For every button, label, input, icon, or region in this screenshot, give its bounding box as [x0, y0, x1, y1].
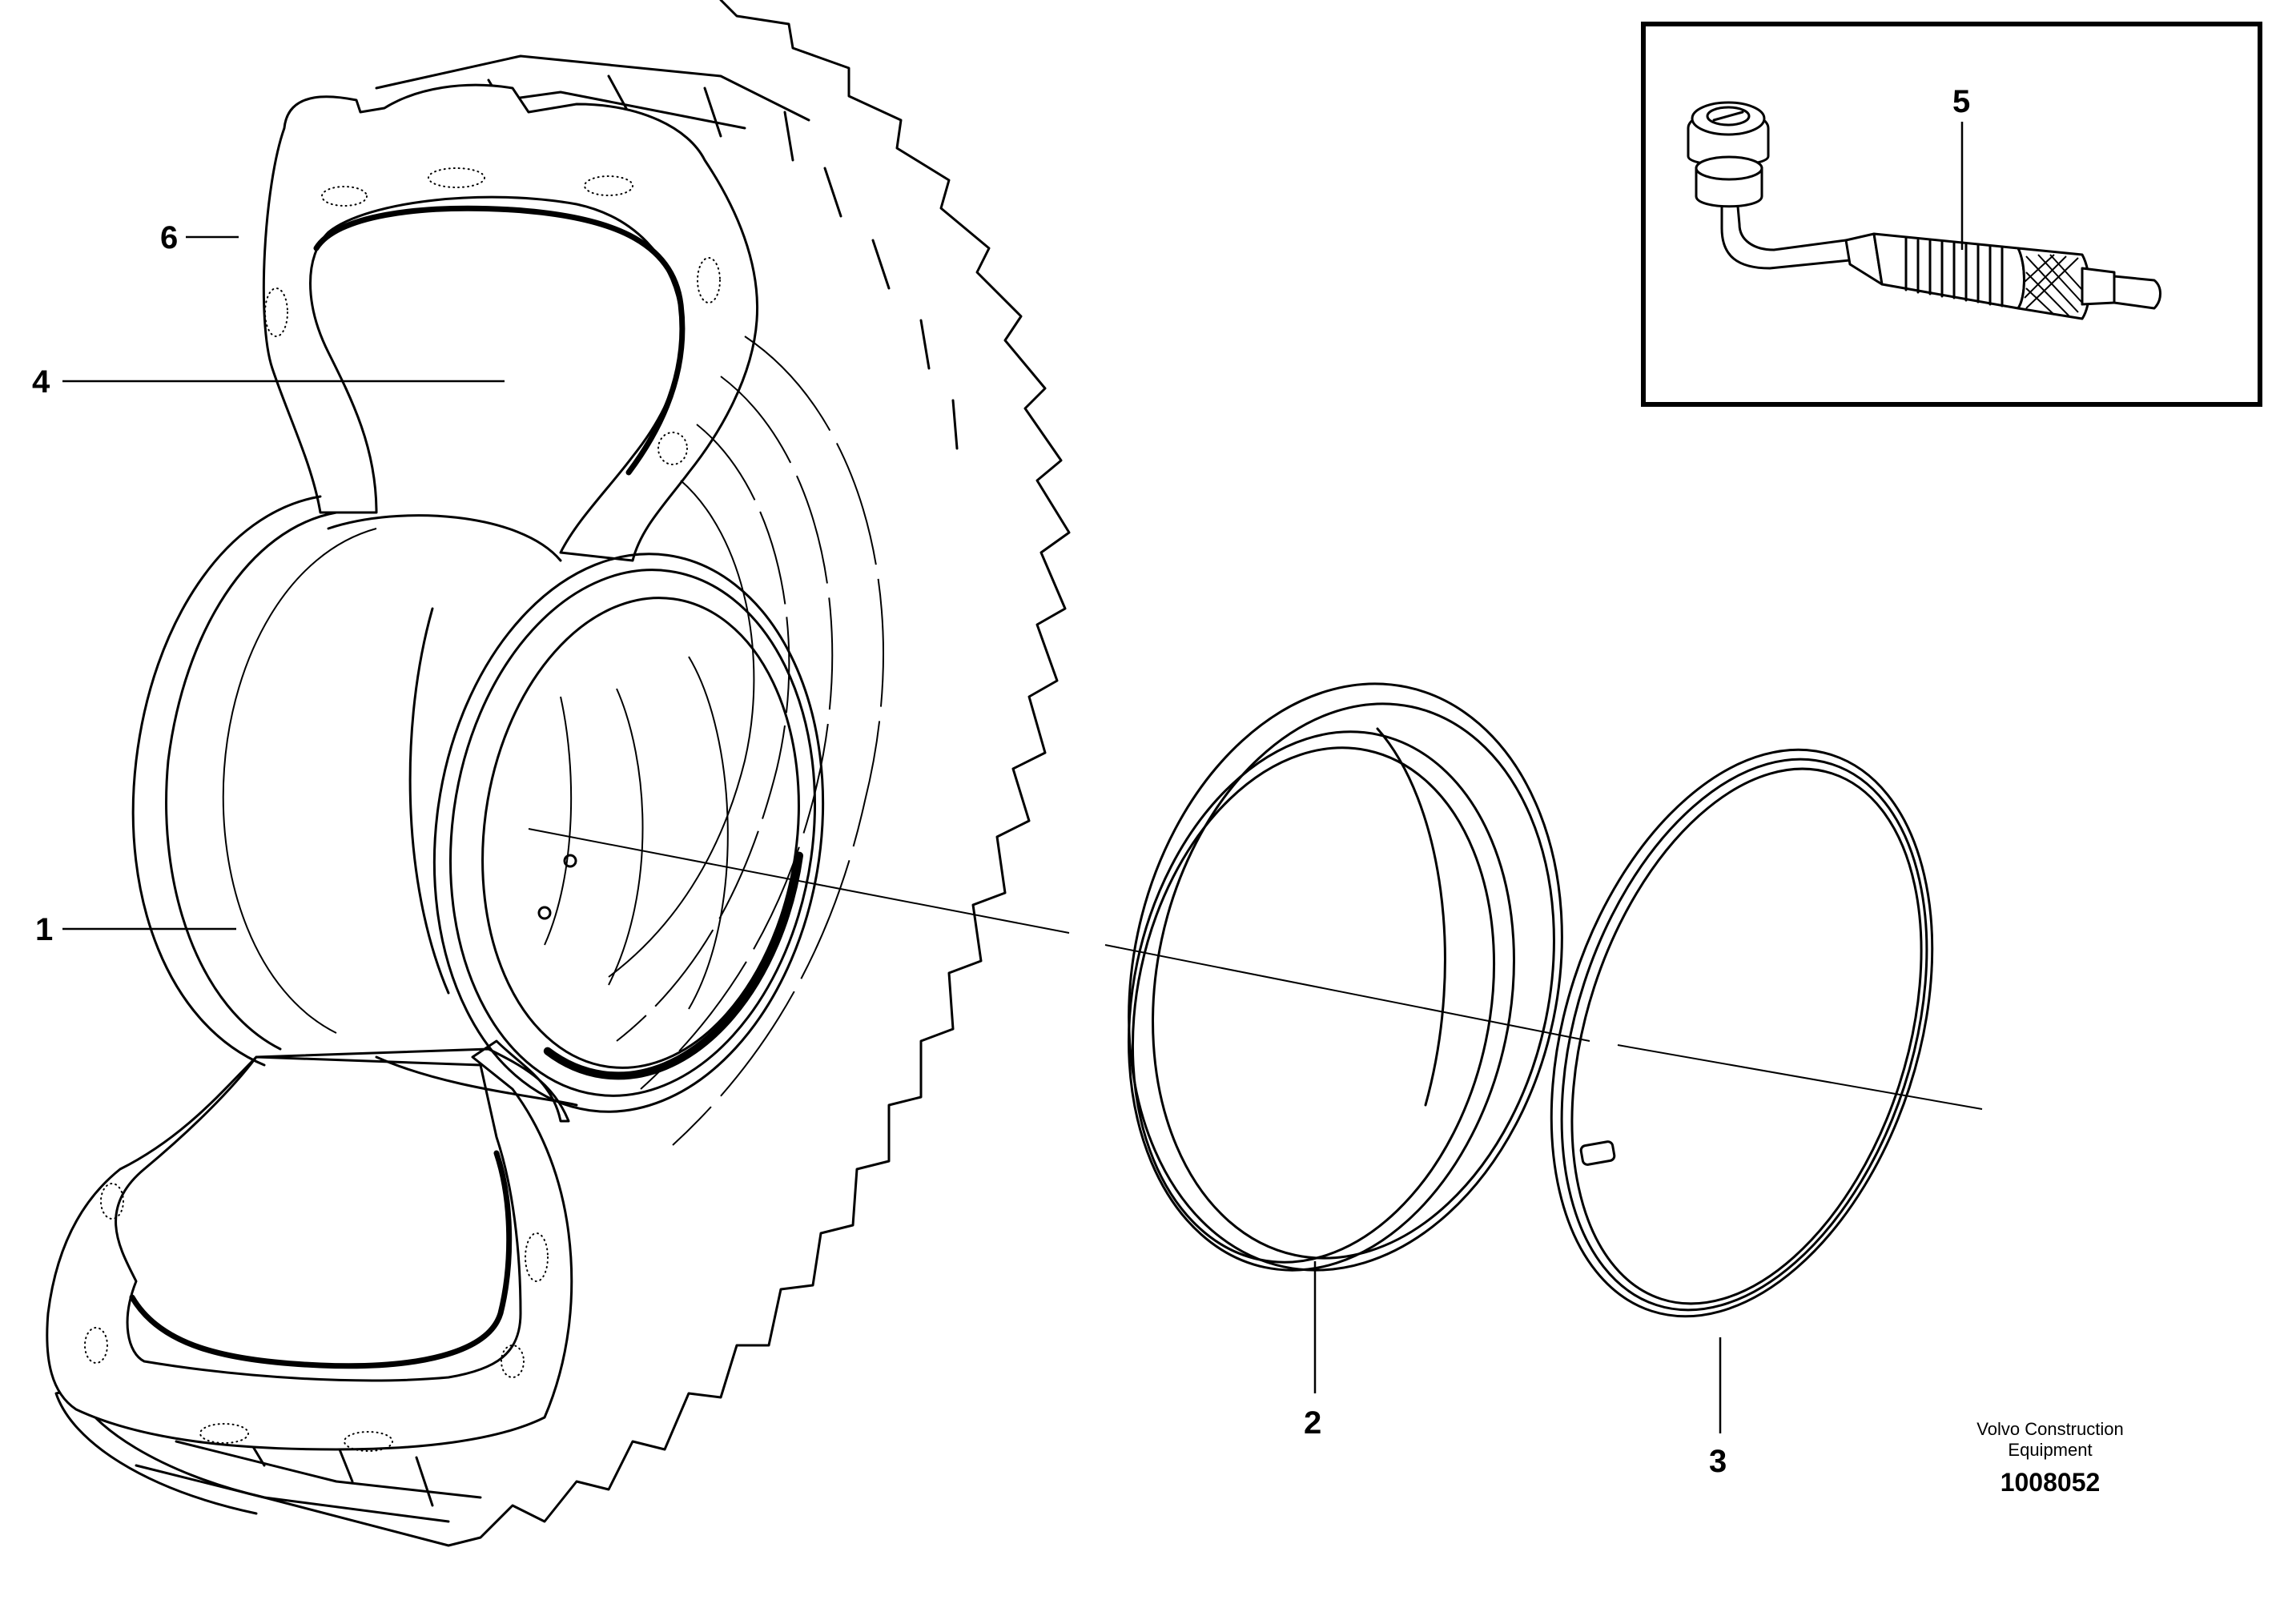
lock-ring-icon — [1550, 748, 1934, 1318]
document-number: 1008052 — [2001, 1468, 2101, 1497]
rim-flange-ring-icon — [1128, 682, 1563, 1272]
callout-4: 4 — [32, 364, 50, 400]
o-ring-seal-icon — [432, 553, 825, 1113]
callout-3: 3 — [1709, 1444, 1727, 1479]
valve-inset-frame — [1641, 22, 2262, 407]
tire-icon — [46, 0, 1071, 1547]
callout-5: 5 — [1952, 84, 1970, 119]
callout-2: 2 — [1304, 1405, 1321, 1441]
wheel-rim-icon — [131, 495, 578, 1107]
callout-1: 1 — [35, 912, 53, 947]
brand-line-1: Volvo Construction — [1976, 1419, 2123, 1439]
brand-line-2: Equipment — [2008, 1440, 2092, 1460]
callout-6: 6 — [160, 220, 178, 255]
tire-valve-icon — [1687, 101, 2161, 320]
